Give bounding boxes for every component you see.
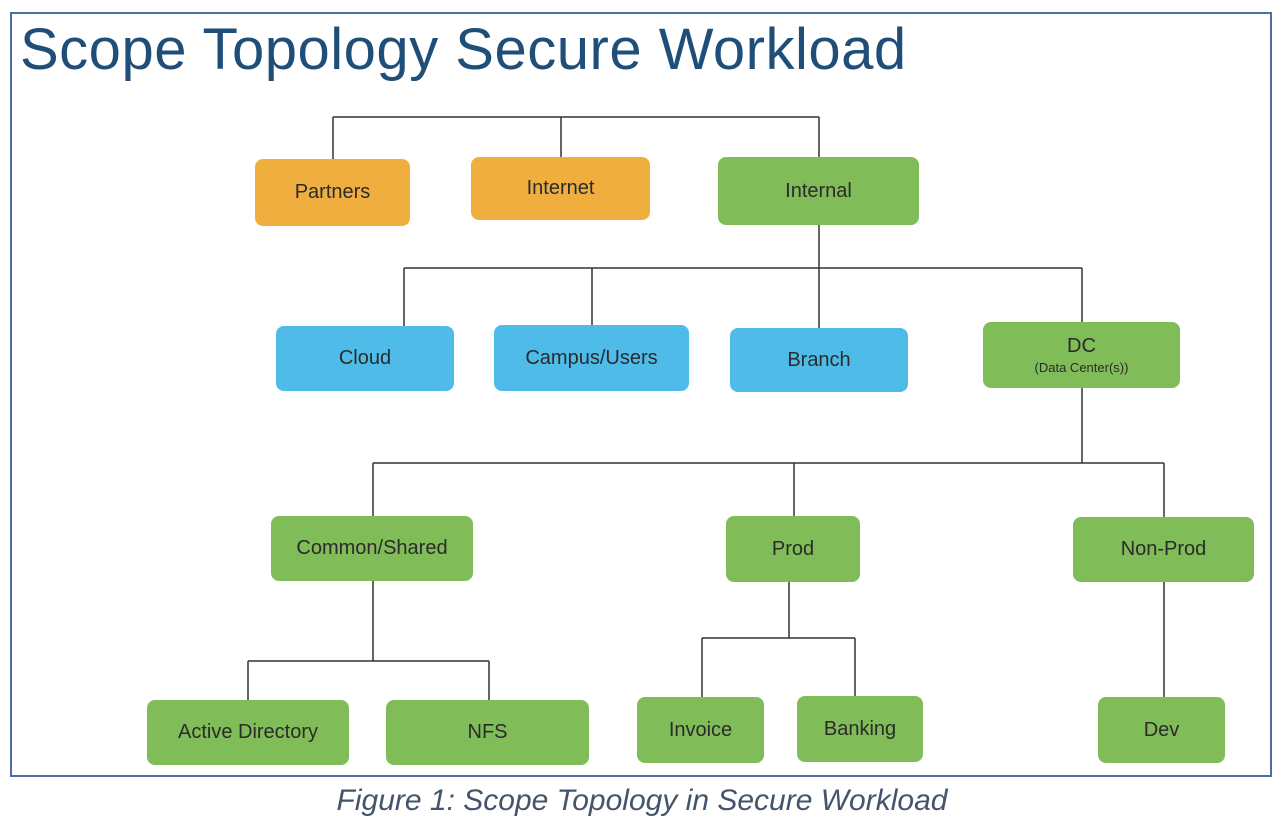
node-banking-label: Banking [823,717,897,740]
node-internal-label: Internal [785,179,852,202]
node-partners: Partners [255,159,410,226]
node-internet: Internet [471,157,650,220]
diagram-title: Scope Topology Secure Workload [20,17,907,82]
node-non-prod-label: Non-Prod [1120,538,1207,560]
node-dev-label: Dev [1143,718,1180,741]
node-dc-sublabel: (Data Center(s)) [1034,360,1129,375]
node-cloud-label: Cloud [338,347,392,369]
node-prod-label: Prod [771,537,815,560]
node-cloud: Cloud [276,326,454,391]
node-banking: Banking [797,696,923,762]
node-dc-label: DC [1067,335,1096,357]
diagram-frame [10,12,1272,777]
node-nfs-label: NFS [467,721,508,743]
node-common-shared-label: Common/Shared [296,537,448,559]
node-dc: DC (Data Center(s)) [983,322,1180,388]
figure-caption: Figure 1: Scope Topology in Secure Workl… [336,784,948,817]
node-dev: Dev [1098,697,1225,763]
node-prod: Prod [726,516,860,582]
node-invoice-label: Invoice [668,718,733,741]
node-branch: Branch [730,328,908,392]
node-active-directory: Active Directory [147,700,349,765]
node-non-prod: Non-Prod [1073,517,1254,582]
node-campus-users-label: Campus/Users [525,346,658,369]
node-campus-users: Campus/Users [494,325,689,391]
node-nfs: NFS [386,700,589,765]
node-internal: Internal [718,157,919,225]
node-common-shared: Common/Shared [271,516,473,581]
node-internet-label: Internet [526,177,595,199]
node-invoice: Invoice [637,697,764,763]
node-branch-label: Branch [787,348,851,371]
node-partners-label: Partners [294,181,371,203]
node-active-directory-label: Active Directory [177,721,319,743]
